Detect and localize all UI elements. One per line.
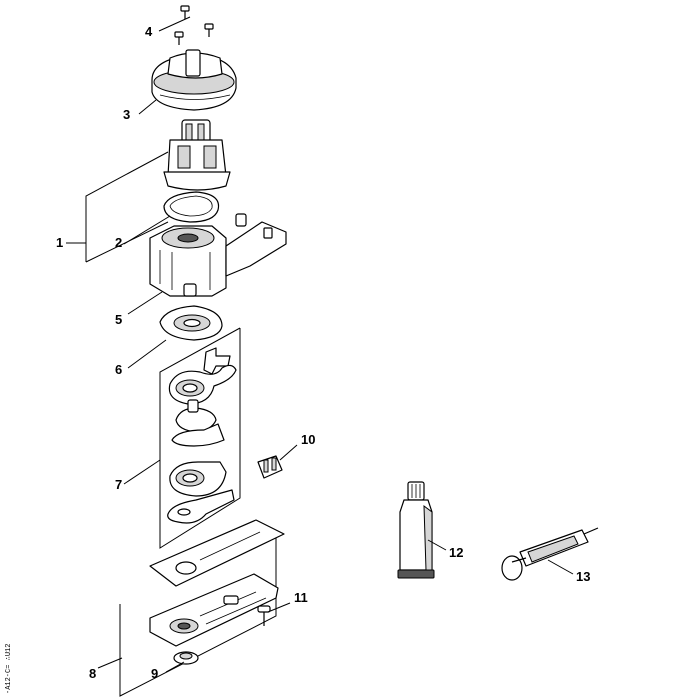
- callout-1: 1: [56, 235, 63, 250]
- callout-9: 9: [151, 666, 158, 681]
- callout-11: 11: [294, 590, 308, 605]
- gasket-sheet-part-8[interactable]: [149, 519, 285, 587]
- bushing-part-9[interactable]: [173, 651, 199, 665]
- callout-labels: 1 2 3 4 5 6 7 8 9 10 11 12 13: [56, 24, 590, 681]
- syringe-part-13[interactable]: [501, 527, 599, 581]
- housing-part-5[interactable]: [149, 213, 287, 297]
- grease-tube-part-12[interactable]: [397, 481, 435, 579]
- callout-4: 4: [145, 24, 153, 39]
- motor-part-1[interactable]: [163, 119, 231, 191]
- callout-10: 10: [301, 432, 315, 447]
- gear-set-part-7[interactable]: [167, 347, 237, 524]
- screw-part-11[interactable]: [257, 605, 271, 626]
- base-plate-part-8[interactable]: [149, 573, 279, 647]
- callout-7: 7: [115, 477, 122, 492]
- cover-part-3[interactable]: [151, 49, 237, 111]
- callout-3: 3: [123, 107, 130, 122]
- kit-bracket-part-7: [159, 327, 241, 549]
- plate-part-6[interactable]: [159, 305, 223, 341]
- clip-part-10[interactable]: [257, 455, 283, 479]
- gasket-part-2[interactable]: [163, 191, 220, 223]
- callout-8: 8: [89, 666, 96, 681]
- drawing-code: -A12-C= ∴U12: [5, 644, 13, 694]
- callout-13: 13: [576, 569, 590, 584]
- callout-6: 6: [115, 362, 122, 377]
- screw-part-4[interactable]: [174, 5, 214, 45]
- callout-12: 12: [449, 545, 463, 560]
- leader-lines: [66, 16, 574, 673]
- callout-5: 5: [115, 312, 122, 327]
- callout-2: 2: [115, 235, 122, 250]
